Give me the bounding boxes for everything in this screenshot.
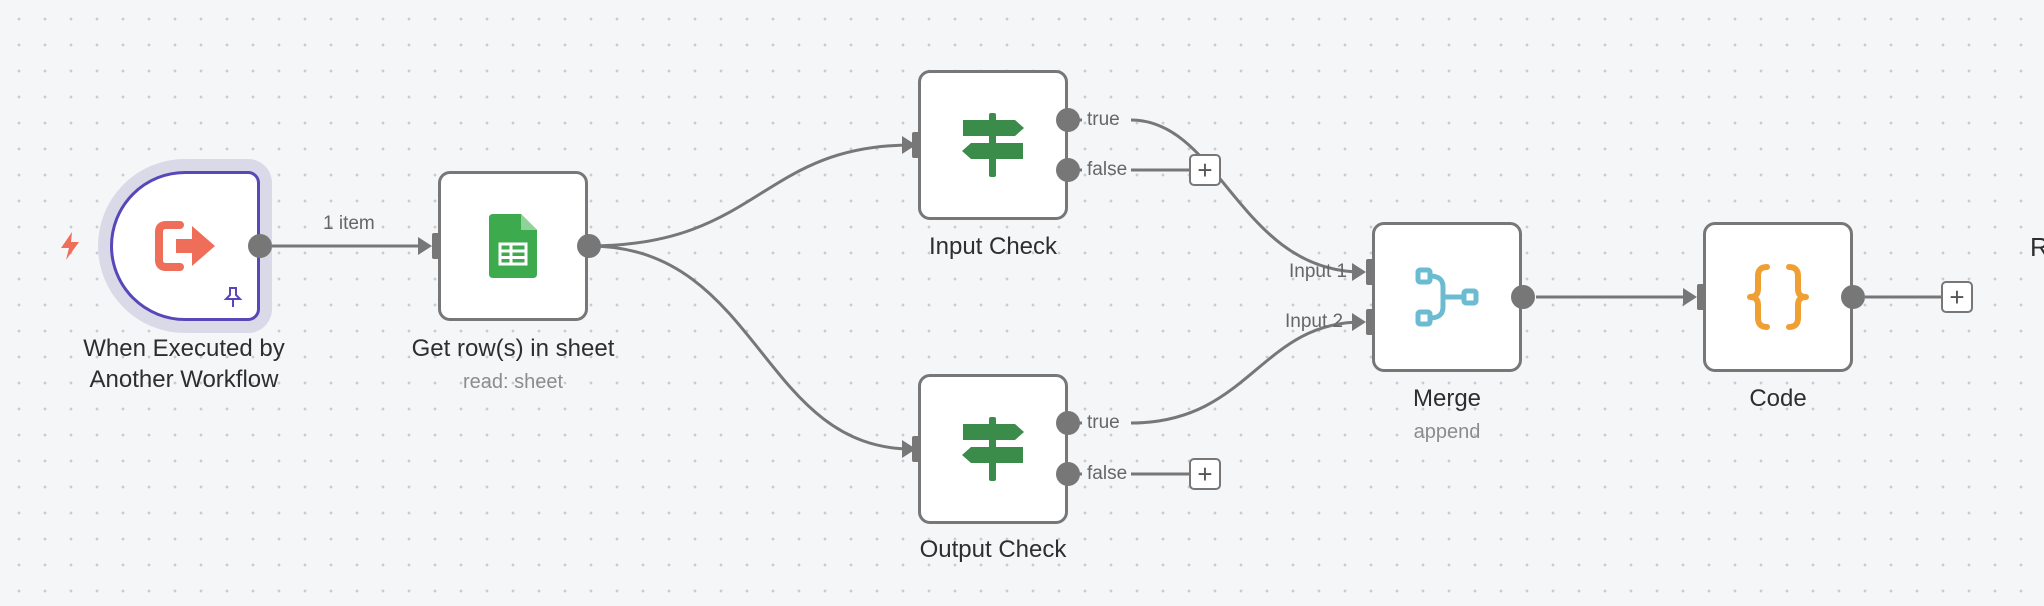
code-title: Code — [1749, 385, 1807, 412]
output-check-input-handle[interactable] — [912, 436, 922, 462]
code-add-button[interactable]: + — [1941, 281, 1973, 313]
edge-sheet-to-output-check[interactable] — [588, 244, 913, 451]
merge-title: Merge — [1412, 385, 1482, 412]
merge-subtitle: append — [1413, 421, 1481, 443]
input-check-false-handle[interactable] — [1056, 158, 1080, 182]
output-check-false-label: false — [1087, 463, 1128, 484]
merge-input2-label: Input 2 — [1285, 311, 1344, 332]
edge-input-true-to-merge[interactable] — [1130, 118, 1363, 274]
output-check-false-add-button[interactable]: + — [1189, 458, 1221, 490]
curly-braces-icon — [1747, 264, 1809, 330]
trigger-output-handle[interactable] — [248, 234, 272, 258]
pin-icon[interactable] — [223, 286, 243, 308]
edge-sheet-to-input-check[interactable] — [588, 143, 913, 248]
output-check-false-handle[interactable] — [1056, 462, 1080, 486]
merge-input1-label: Input 1 — [1289, 261, 1348, 282]
output-check-title: Output Check — [919, 536, 1067, 563]
signpost-icon — [962, 417, 1024, 481]
signpost-icon — [962, 113, 1024, 177]
input-check-true-label: true — [1087, 109, 1120, 130]
merge-branches-icon — [1415, 267, 1479, 327]
node-merge[interactable] — [1372, 222, 1522, 372]
trigger-title-line2: Another Workflow — [89, 366, 279, 393]
node-code[interactable] — [1703, 222, 1853, 372]
node-when-executed-by-another-workflow[interactable] — [110, 171, 260, 321]
trigger-title: When Executed by Another Workflow — [34, 333, 334, 395]
merge-input2-handle[interactable] — [1366, 309, 1376, 335]
output-check-true-label: true — [1087, 412, 1120, 433]
input-check-input-handle[interactable] — [912, 132, 922, 158]
output-check-true-handle[interactable] — [1056, 411, 1080, 435]
edge-output-true-to-merge[interactable] — [1130, 320, 1363, 425]
input-check-false-label: false — [1087, 159, 1128, 180]
node-output-check[interactable] — [918, 374, 1068, 524]
sheet-subtitle: read: sheet — [462, 371, 564, 393]
node-get-rows-in-sheet[interactable] — [438, 171, 588, 321]
lightning-bolt-icon — [61, 232, 79, 260]
sheet-title: Get row(s) in sheet — [411, 335, 615, 362]
google-sheets-icon — [489, 214, 537, 278]
sheet-input-handle[interactable] — [432, 233, 442, 259]
code-output-handle[interactable] — [1841, 285, 1865, 309]
node-input-check[interactable] — [918, 70, 1068, 220]
input-check-title: Input Check — [928, 233, 1058, 260]
merge-output-handle[interactable] — [1511, 285, 1535, 309]
sheet-output-handle[interactable] — [577, 234, 601, 258]
trigger-title-line1: When Executed by — [83, 335, 285, 362]
edge-item-count-label: 1 item — [323, 213, 375, 234]
merge-input1-handle[interactable] — [1366, 259, 1376, 285]
sign-out-arrow-icon — [155, 221, 215, 271]
code-input-handle[interactable] — [1697, 284, 1707, 310]
input-check-true-handle[interactable] — [1056, 108, 1080, 132]
offscreen-node-label: R — [2030, 232, 2044, 262]
input-check-false-add-button[interactable]: + — [1189, 154, 1221, 186]
